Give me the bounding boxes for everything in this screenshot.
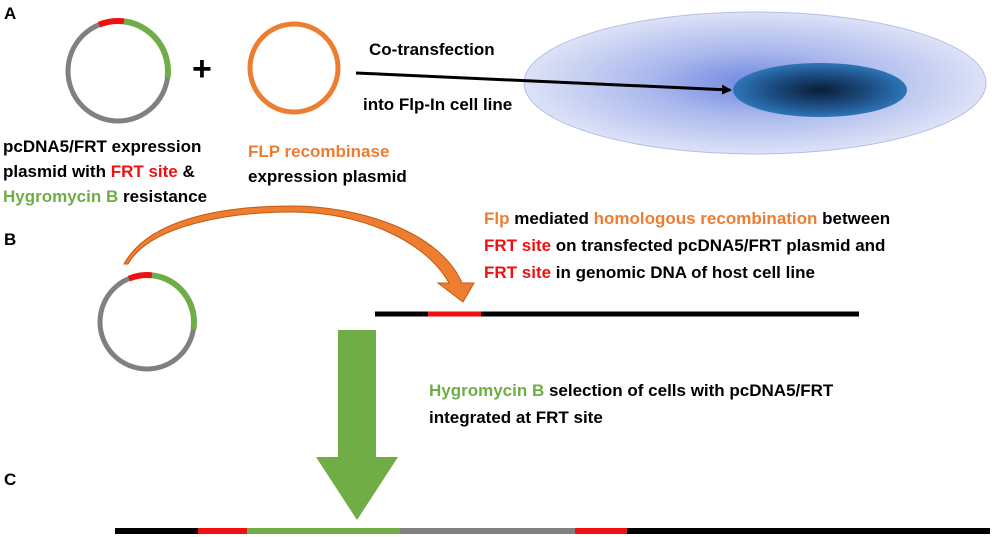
plasmid-pcdna5-b xyxy=(97,272,197,372)
recombination-line3-rest: in genomic DNA of host cell line xyxy=(551,263,815,282)
selection-description: Hygromycin B selection of cells with pcD… xyxy=(429,377,833,431)
panel-label-c: C xyxy=(4,470,17,489)
recombination-curved-arrow xyxy=(123,205,475,303)
transfection-arrow xyxy=(355,71,732,95)
hygromycin-text: Hygromycin B xyxy=(3,187,119,206)
plasmid2-label: FLP recombinase expression plasmid xyxy=(248,139,407,189)
selection-line1: Hygromycin B selection of cells with pcD… xyxy=(429,377,833,404)
expression-plasmid-text: expression plasmid xyxy=(248,167,407,186)
panel-label-b: B xyxy=(4,230,17,249)
hygromycin-text: Hygromycin B xyxy=(429,381,545,400)
recombination-line2-rest: on transfected pcDNA5/FRT plasmid and xyxy=(551,236,886,255)
recombination-description: Flp mediated homologous recombination be… xyxy=(484,205,890,286)
recombination-line1: Flp mediated homologous recombination be… xyxy=(484,205,890,232)
plus-sign: + xyxy=(192,50,212,88)
plasmid-pcdna5-a xyxy=(65,18,171,124)
recombination-line3: FRT site in genomic DNA of host cell lin… xyxy=(484,259,890,286)
mediated-text: mediated xyxy=(509,209,594,228)
into-cell-line-label: into Flp-In cell line xyxy=(363,95,513,114)
co-transfection-label: Co-transfection xyxy=(369,40,495,59)
plasmid1-label-line3: Hygromycin B resistance xyxy=(3,184,207,209)
frt-site-text: FRT site xyxy=(484,263,552,282)
flp-recombinase-text: FLP recombinase xyxy=(248,142,390,161)
between-text: between xyxy=(817,209,891,228)
panel-label-a: A xyxy=(4,4,17,23)
selection-line2: integrated at FRT site xyxy=(429,408,603,427)
frt-site-text: FRT site xyxy=(484,236,552,255)
cell-nucleus xyxy=(733,63,907,117)
selection-line1-rest: selection of cells with pcDNA5/FRT xyxy=(544,381,834,400)
recombination-line2: FRT site on transfected pcDNA5/FRT plasm… xyxy=(484,232,890,259)
plasmid1-label: pcDNA5/FRT expression plasmid with FRT s… xyxy=(3,134,207,209)
homologous-recombination-text: homologous recombination xyxy=(593,209,818,228)
plasmid-flp xyxy=(247,21,341,115)
plasmid1-label-line2: plasmid with FRT site & xyxy=(3,159,207,184)
plasmid1-label-line1: pcDNA5/FRT expression xyxy=(3,137,202,156)
plasmid1-line3-suffix: resistance xyxy=(118,187,208,206)
frt-site-text: FRT site xyxy=(110,162,178,181)
plasmid1-line2-suffix: & xyxy=(177,162,195,181)
plasmid1-line2-prefix: plasmid with xyxy=(3,162,111,181)
flp-text: Flp xyxy=(484,209,510,228)
selection-arrow xyxy=(316,330,398,520)
